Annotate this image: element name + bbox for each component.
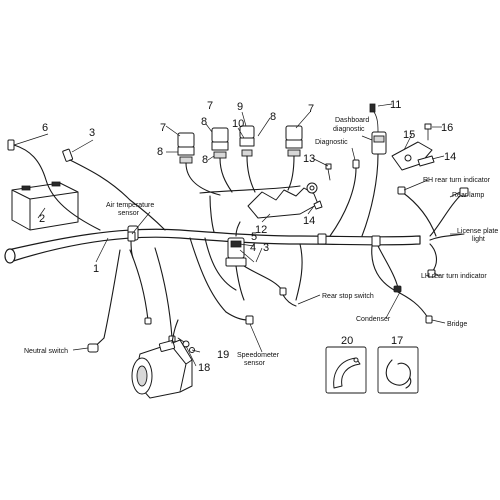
- callout-5: 5: [251, 231, 257, 243]
- callout-14: 14: [444, 151, 456, 163]
- callout-1: 1: [93, 263, 99, 275]
- callout-numbers: 1 2 3 3 4 5 6 7 7 7 8 8 8 8 9 10 11 12 1…: [39, 99, 456, 374]
- bolt-icon: [417, 155, 435, 167]
- label-rear-stop-switch: Rear stop switch: [322, 293, 374, 300]
- callout-13: 13: [303, 153, 315, 165]
- callout-3: 3: [89, 127, 95, 139]
- relay-icon: [177, 132, 195, 164]
- bolt-icon: [313, 200, 323, 210]
- label-air-temperature-sensor: Air temperature: [106, 202, 154, 209]
- battery-icon: [11, 181, 79, 231]
- label-lh-rear-turn-indicator: LH rear turn indicator: [421, 273, 487, 280]
- label-diagnostic: Diagnostic: [315, 139, 348, 146]
- bolt-icon: [177, 337, 195, 353]
- rear-lighting-branches: [371, 186, 469, 324]
- label-rh-rear-turn-indicator: RH rear turn indicator: [423, 177, 491, 184]
- air-temperature-sensor: [127, 231, 136, 259]
- callout-7: 7: [160, 122, 166, 134]
- text-labels: Dashboard diagnostic Diagnostic RH rear …: [24, 117, 498, 367]
- cable-clamp-icon: [333, 357, 361, 389]
- relay-bracket: [247, 182, 319, 219]
- cable-tie-kit: [377, 346, 419, 394]
- callout-16: 16: [441, 122, 453, 134]
- label-dashboard-diagnostic: Dashboard: [335, 117, 369, 124]
- label-dashboard-diagnostic: diagnostic: [333, 126, 365, 133]
- callout-15: 15: [403, 129, 415, 141]
- relay-icon: [285, 125, 303, 157]
- label-speedometer-sensor: Speedometer: [237, 352, 280, 359]
- bolt-icon: [325, 163, 332, 181]
- callout-10: 10: [232, 118, 244, 130]
- callout-4: 4: [250, 242, 256, 254]
- central-connector-block: [225, 221, 297, 307]
- cable-tie-icon: [385, 359, 412, 389]
- callout-6: 6: [42, 122, 48, 134]
- label-license-plate-light: License plate: [457, 228, 498, 235]
- bolt-icon: [424, 123, 432, 141]
- label-condenser: Condenser: [356, 316, 391, 323]
- dashboard-diagnostic-connector: [361, 103, 387, 237]
- leader-lines: [13, 103, 462, 367]
- starter-motor-icon: [131, 319, 193, 399]
- callout-14: 14: [303, 215, 315, 227]
- fuse-holder: [391, 141, 433, 171]
- label-neutral-switch: Neutral switch: [24, 348, 68, 355]
- callout-17: 17: [391, 335, 403, 347]
- battery-cables: [7, 139, 166, 231]
- main-harness-bundle: [4, 225, 421, 264]
- label-air-temperature-sensor: sensor: [118, 210, 140, 217]
- callout-8: 8: [201, 116, 207, 128]
- callout-20: 20: [341, 335, 353, 347]
- label-license-plate-light: light: [472, 236, 485, 243]
- callout-8: 8: [270, 111, 276, 123]
- callout-7: 7: [308, 103, 314, 115]
- callout-19: 19: [217, 349, 229, 361]
- relay-icon: [239, 125, 255, 157]
- cable-clamp-kit: [325, 346, 367, 394]
- relay-group: [177, 125, 303, 233]
- callout-11: 11: [390, 99, 401, 111]
- label-rear-lamp: Rear lamp: [452, 192, 484, 199]
- rear-stop-switch-wire: [295, 243, 303, 301]
- label-bridge: Bridge: [447, 321, 467, 328]
- callout-8: 8: [202, 154, 208, 166]
- callout-9: 9: [237, 101, 243, 113]
- callout-2: 2: [39, 213, 45, 225]
- callout-3: 3: [263, 242, 269, 254]
- relay-icon: [211, 127, 229, 159]
- callout-8: 8: [157, 146, 163, 158]
- diagnostic-connector: [329, 159, 360, 237]
- label-speedometer-sensor: sensor: [244, 360, 266, 367]
- callout-12: 12: [255, 224, 267, 236]
- callout-7: 7: [207, 100, 213, 112]
- callout-18: 18: [198, 362, 210, 374]
